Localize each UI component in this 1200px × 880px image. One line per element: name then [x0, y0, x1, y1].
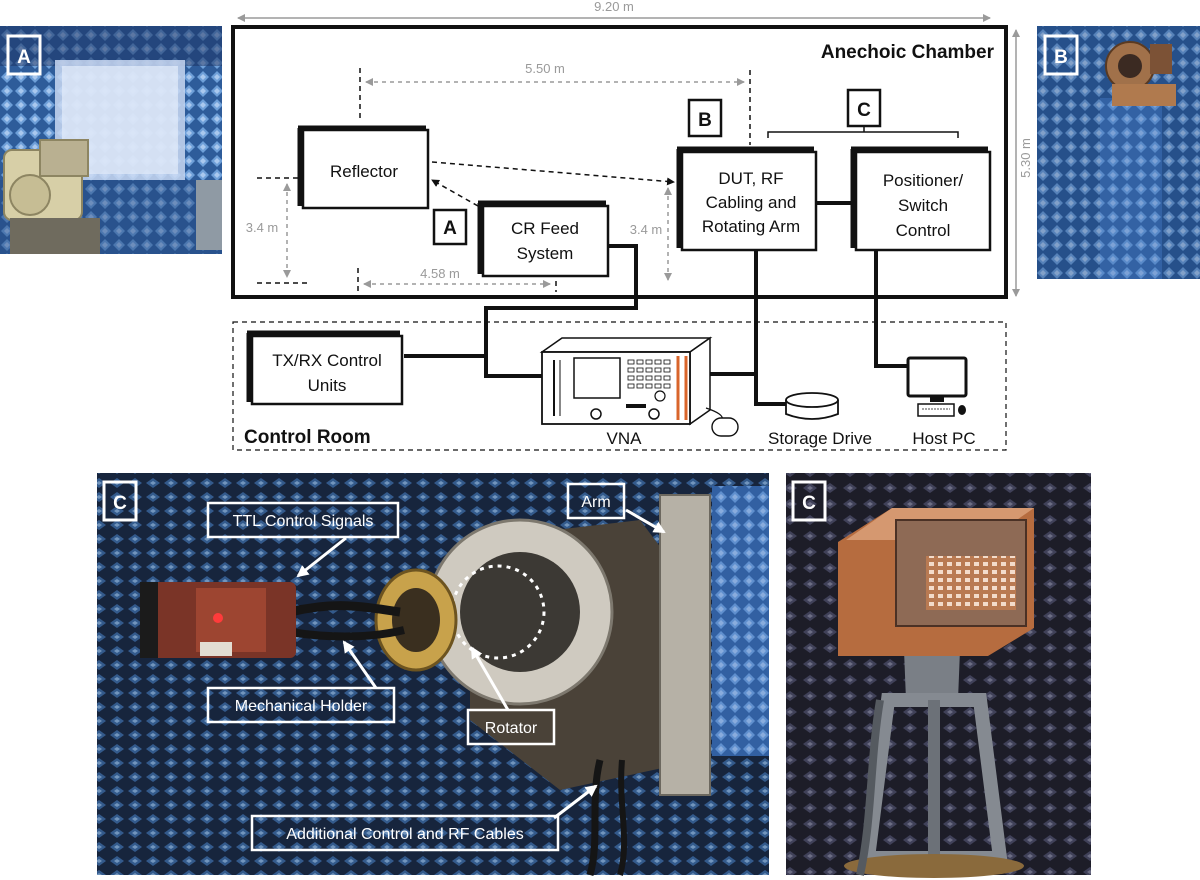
- stand-cable: [856, 699, 884, 876]
- positioner-to-pc-cable: [874, 250, 908, 368]
- stand-base: [844, 854, 1024, 878]
- cr-feed-line-2: System: [517, 244, 574, 263]
- dimension-width-total: 9.20 m: [237, 0, 991, 22]
- vna-keypad: [627, 359, 671, 389]
- vna-label: VNA: [607, 429, 643, 448]
- chamber-tag-c-box: [846, 88, 882, 128]
- chamber-tag-b: B: [698, 110, 712, 131]
- positioner-switch-block: Positioner/ Switch Control: [850, 146, 992, 252]
- cables-arrow: [553, 784, 598, 820]
- photo-c1-tag-box: [102, 480, 138, 522]
- ttl-arrow: [296, 536, 347, 578]
- additional-cables: [586, 759, 604, 876]
- ttl-callout-box: [206, 501, 400, 539]
- txrx-control-units-block: TX/RX Control Units: [246, 330, 404, 406]
- dimension-height-total-label: 5.30 m: [1018, 138, 1033, 178]
- photo-a-feed-system: A: [0, 26, 222, 254]
- photo-c1-rotating-arm: C TTL Control Signals Arm Mechanical Hol…: [97, 473, 769, 876]
- dimension-reflector-to-dut: 5.50 m: [359, 61, 751, 145]
- dimension-reflector-height: 3.4 m: [246, 177, 308, 284]
- holder-callout: Mechanical Holder: [235, 698, 368, 715]
- txrx-line-2: Units: [308, 376, 347, 395]
- vna-port-2: [648, 408, 660, 420]
- reflector-to-dut-beam: [431, 161, 675, 186]
- dut-line-3: Rotating Arm: [702, 217, 800, 236]
- vna-port-1: [590, 408, 602, 420]
- holder-arrow: [342, 640, 378, 689]
- cables-callout: Additional Control and RF Cables: [286, 826, 523, 843]
- dimension-dut-height-label: 3.4 m: [630, 222, 663, 237]
- photo-c2-antenna-module: C: [786, 473, 1091, 878]
- dut-to-storage-cable: [754, 250, 788, 406]
- feed-to-vna-cable: [484, 244, 638, 378]
- dimension-reflector-to-dut-label: 5.50 m: [525, 61, 565, 76]
- arm-arrow: [625, 508, 666, 534]
- storage-drive-label: Storage Drive: [768, 429, 872, 448]
- host-pc-keyboard: [917, 403, 955, 417]
- dimension-reflector-height-label: 3.4 m: [246, 220, 279, 235]
- control-room-boundary: [232, 321, 1007, 451]
- chamber-tag-c-group: C: [767, 88, 959, 138]
- dimension-height-total: 5.30 m: [1012, 29, 1033, 297]
- arm-callout-box: [566, 482, 626, 520]
- antenna-array: [926, 556, 1016, 610]
- dut-line-1: DUT, RF: [718, 169, 783, 188]
- stand-neck: [904, 650, 960, 700]
- dimension-feed-offset-label: 4.58 m: [420, 266, 460, 281]
- reflector-label: Reflector: [330, 162, 398, 181]
- photo-c1-tag: C: [113, 493, 127, 514]
- rotator-callout-box: [466, 708, 556, 746]
- dut-line-2: Cabling and: [706, 193, 797, 212]
- vna-instrument: VNA: [539, 336, 739, 448]
- positioner-line-1: Positioner/: [883, 171, 964, 190]
- photo-a-tag-box: [6, 34, 42, 76]
- cables-callout-box: [250, 814, 560, 852]
- dimension-dut-height: 3.4 m: [630, 187, 672, 281]
- vna-screen: [573, 357, 621, 399]
- photo-a-tag: A: [17, 47, 31, 68]
- system-wiring: [404, 244, 908, 406]
- storage-drive-icon: Storage Drive: [768, 392, 872, 448]
- ttl-callout: TTL Control Signals: [233, 513, 374, 530]
- rotator-arrow: [470, 646, 510, 711]
- photo-b-tag-box: [1043, 34, 1079, 76]
- positioner-line-3: Control: [896, 221, 951, 240]
- host-pc-label: Host PC: [912, 429, 975, 448]
- chamber-tag-c: C: [857, 100, 871, 121]
- chamber-tag-a: A: [443, 218, 457, 239]
- arm-callout: Arm: [581, 494, 610, 511]
- cr-feed-line-1: CR Feed: [511, 219, 579, 238]
- vna-mouse: [711, 417, 739, 437]
- anechoic-chamber-title: Anechoic Chamber: [821, 42, 995, 63]
- txrx-line-1: TX/RX Control: [272, 351, 382, 370]
- chamber-tag-a-box: [432, 208, 468, 246]
- positioner-line-2: Switch: [898, 196, 948, 215]
- dut-positioner-head: [1105, 41, 1176, 106]
- feed-positioner-body: [3, 139, 100, 254]
- rotator-callout: Rotator: [485, 720, 538, 737]
- dut-block: DUT, RF Cabling and Rotating Arm: [676, 146, 818, 252]
- rotating-arm-bar: [659, 494, 711, 796]
- dimension-width-total-label: 9.20 m: [594, 0, 634, 14]
- holder-callout-box: [206, 686, 396, 724]
- photo-c2-tag-box: [791, 480, 827, 522]
- photo-b-tag: B: [1054, 47, 1068, 68]
- host-pc-icon: Host PC: [906, 356, 976, 448]
- photo-c2-tag: C: [802, 493, 816, 514]
- reflector-block: Reflector: [297, 125, 430, 210]
- host-pc-mouse: [958, 405, 966, 415]
- chamber-tag-b-box: [687, 98, 723, 138]
- cr-feed-system-block: CR Feed System: [477, 200, 610, 278]
- control-room-title: Control Room: [244, 427, 371, 448]
- photo-b-dut-tower: B: [1037, 26, 1200, 279]
